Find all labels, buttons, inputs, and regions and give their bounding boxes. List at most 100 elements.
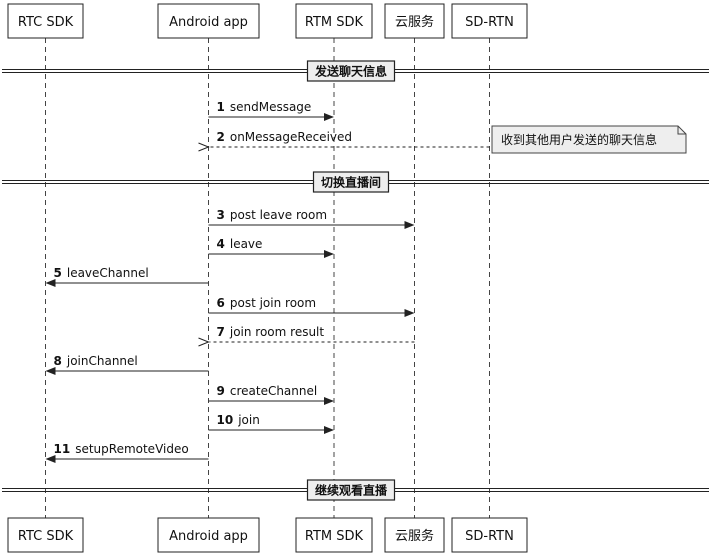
participant-rtc-bottom: RTC SDK — [7, 517, 84, 553]
note: 收到其他用户发送的聊天信息 — [491, 125, 687, 154]
participant-box — [451, 3, 528, 39]
filled-arrowhead — [324, 397, 334, 405]
filled-arrowhead — [324, 250, 334, 258]
message-7: 7 join room result — [198, 325, 415, 347]
participant-rtm-bottom: RTM SDK — [295, 517, 373, 553]
participant-box — [384, 517, 445, 553]
participant-label: 云服务 — [395, 528, 434, 544]
participant-box — [295, 3, 373, 39]
section-divider-box — [306, 60, 396, 82]
note-box — [491, 125, 687, 154]
filled-arrowhead — [324, 113, 334, 121]
participant-box — [157, 517, 260, 553]
section-divider-label: 发送聊天信息 — [314, 64, 387, 79]
message-label: 5 leaveChannel — [54, 266, 149, 280]
message-number: 6 — [217, 296, 225, 310]
participant-label: SD-RTN — [465, 529, 514, 544]
participant-label: SD-RTN — [465, 15, 514, 30]
filled-arrowhead — [404, 221, 415, 229]
open-arrowhead — [198, 337, 210, 347]
message-number: 1 — [217, 100, 225, 114]
message-number: 4 — [217, 237, 225, 251]
filled-arrowhead — [45, 367, 56, 375]
section-divider: 切换直播间 — [2, 171, 709, 193]
message-label: 7 join room result — [217, 325, 325, 339]
participant-box — [157, 3, 260, 39]
participant-sdrtn-top: SD-RTN — [451, 3, 528, 39]
participant-cloud-bottom: 云服务 — [384, 517, 445, 553]
message-text: setupRemoteVideo — [75, 442, 188, 456]
note-fold — [677, 126, 686, 135]
filled-arrowhead — [45, 455, 56, 463]
message-label: 4 leave — [217, 237, 263, 251]
participant-sdrtn-bottom: SD-RTN — [451, 517, 528, 553]
message-text: joinChannel — [66, 354, 138, 368]
message-label: 9 createChannel — [217, 384, 318, 398]
message-text: sendMessage — [230, 100, 311, 114]
filled-arrowhead — [45, 279, 56, 287]
open-arrowhead — [198, 142, 210, 152]
message-2: 2 onMessageReceived — [198, 130, 490, 152]
participant-box — [451, 517, 528, 553]
message-number: 5 — [54, 266, 62, 280]
message-5: 5 leaveChannel — [45, 266, 209, 287]
message-1: 1 sendMessage — [208, 100, 334, 121]
message-number: 8 — [54, 354, 62, 368]
message-number: 7 — [217, 325, 225, 339]
message-text: post leave room — [230, 208, 327, 222]
participant-box — [7, 517, 84, 553]
section-divider-box — [306, 479, 396, 501]
message-3: 3 post leave room — [208, 208, 415, 229]
section-divider-label: 切换直播间 — [321, 175, 381, 190]
message-text: leave — [230, 237, 263, 251]
message-number: 10 — [217, 413, 234, 427]
message-4: 4 leave — [208, 237, 334, 258]
participant-label: 云服务 — [395, 14, 434, 30]
note-text: 收到其他用户发送的聊天信息 — [501, 132, 657, 147]
message-label: 6 post join room — [217, 296, 317, 310]
filled-arrowhead — [404, 309, 415, 317]
participant-rtc-top: RTC SDK — [7, 3, 84, 39]
section-divider-box — [312, 171, 390, 193]
message-11: 11 setupRemoteVideo — [45, 442, 209, 463]
participant-cloud-top: 云服务 — [384, 3, 445, 39]
filled-arrowhead — [324, 426, 334, 434]
message-label: 1 sendMessage — [217, 100, 312, 114]
participant-label: RTM SDK — [305, 15, 364, 30]
message-6: 6 post join room — [208, 296, 415, 317]
message-number: 11 — [54, 442, 71, 456]
message-8: 8 joinChannel — [45, 354, 209, 375]
participant-rtm-top: RTM SDK — [295, 3, 373, 39]
message-text: join room result — [229, 325, 325, 339]
message-text: onMessageReceived — [230, 130, 352, 144]
message-label: 2 onMessageReceived — [217, 130, 353, 144]
participant-label: Android app — [169, 15, 248, 30]
participant-label: RTC SDK — [18, 529, 74, 544]
message-number: 3 — [217, 208, 225, 222]
message-text: leaveChannel — [67, 266, 149, 280]
participant-box — [295, 517, 373, 553]
participant-label: Android app — [169, 529, 248, 544]
section-divider: 继续观看直播 — [2, 479, 709, 501]
message-9: 9 createChannel — [208, 384, 334, 405]
message-text: join — [237, 413, 260, 427]
participant-label: RTC SDK — [18, 15, 74, 30]
participant-label: RTM SDK — [305, 529, 364, 544]
message-number: 9 — [217, 384, 225, 398]
participant-box — [7, 3, 84, 39]
message-text: createChannel — [230, 384, 317, 398]
section-divider-label: 继续观看直播 — [315, 483, 388, 498]
message-number: 2 — [217, 130, 225, 144]
section-divider: 发送聊天信息 — [2, 60, 709, 82]
message-label: 11 setupRemoteVideo — [54, 442, 189, 456]
participant-app-top: Android app — [157, 3, 260, 39]
participant-box — [384, 3, 445, 39]
message-text: post join room — [230, 296, 316, 310]
message-label: 8 joinChannel — [54, 354, 138, 368]
message-label: 3 post leave room — [217, 208, 328, 222]
participant-app-bottom: Android app — [157, 517, 260, 553]
